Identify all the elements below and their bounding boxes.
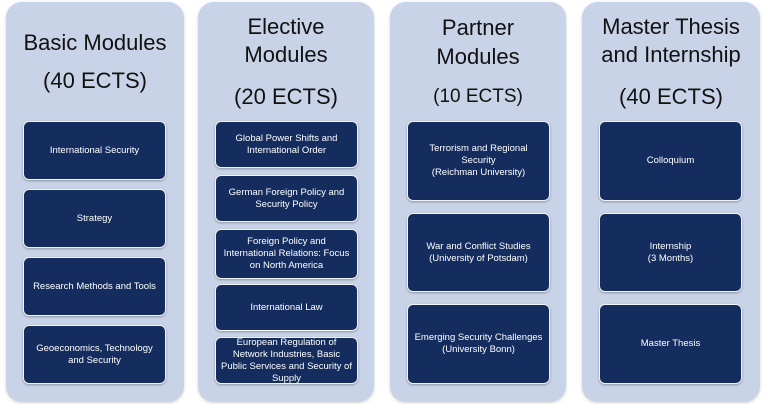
column-title-line2: Modules: [436, 44, 520, 69]
module-box-strategy: Strategy: [23, 189, 166, 248]
column-title-line1: Elective: [247, 14, 325, 39]
column-credits: (10 ECTS): [433, 86, 523, 107]
module-box-research-methods: Research Methods and Tools: [23, 257, 166, 316]
module-box-european-regulation: European Regulation of Network Industrie…: [215, 337, 358, 384]
module-box-german-foreign-policy: German Foreign Policy and Security Polic…: [215, 175, 358, 222]
module-box-internship: Internship(3 Months): [599, 213, 742, 292]
column-elective-modules: Elective Modules (20 ECTS) Global Power …: [198, 2, 374, 402]
column-title-line1: Master Thesis: [602, 14, 740, 39]
column-title-line1: Partner: [441, 15, 515, 40]
module-box-global-power-shifts: Global Power Shifts and International Or…: [215, 121, 358, 168]
column-partner-modules: Partner Modules (10 ECTS) Terrorism and …: [390, 2, 566, 402]
module-box-international-security: International Security: [23, 121, 166, 180]
module-box-emerging-security-challenges: Emerging Security Challenges(University …: [407, 304, 550, 384]
module-box-colloquium: Colloquium: [599, 121, 742, 201]
column-credits: (40 ECTS): [43, 68, 147, 93]
module-box-master-thesis: Master Thesis: [599, 304, 742, 384]
module-box-geoeconomics: Geoeconomics, Technology and Security: [23, 325, 166, 384]
column-credits: (40 ECTS): [619, 84, 723, 109]
column-title: Basic Modules: [23, 30, 167, 55]
module-box-war-conflict-studies: War and Conflict Studies(University of P…: [407, 213, 550, 292]
module-box-foreign-policy-north-america: Foreign Policy and International Relatio…: [215, 229, 358, 279]
module-box-terrorism-regional-security: Terrorism and Regional Security(Reichman…: [407, 121, 550, 201]
column-title-line2: Modules: [244, 42, 328, 67]
column-credits: (20 ECTS): [234, 84, 338, 109]
module-box-international-law: International Law: [215, 284, 358, 331]
column-master-thesis-internship: Master Thesis and Internship (40 ECTS) C…: [582, 2, 760, 402]
column-title-line2: and Internship: [601, 42, 741, 67]
column-basic-modules: Basic Modules (40 ECTS) International Se…: [6, 2, 184, 402]
